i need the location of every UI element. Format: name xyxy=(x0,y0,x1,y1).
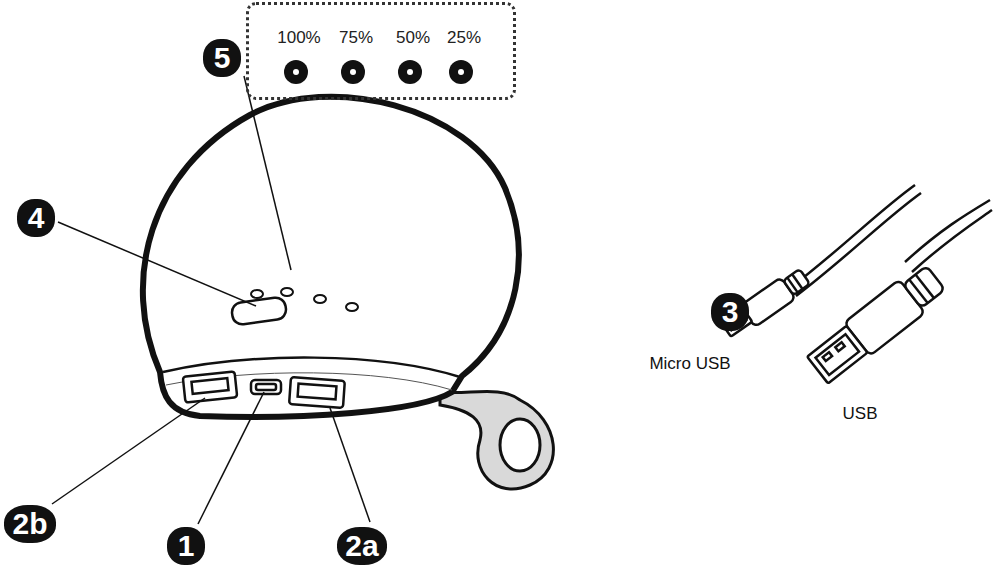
leader-lines xyxy=(52,76,370,524)
part-name: USB xyxy=(843,404,878,424)
callout-number: 3 xyxy=(711,293,749,331)
charge-level: 75% xyxy=(339,28,373,48)
wrist-strap xyxy=(440,391,553,489)
charge-level: 100% xyxy=(277,28,320,48)
callout-number: 1 xyxy=(167,527,205,565)
part-name: Micro USB xyxy=(649,354,730,374)
callout-number: 2a xyxy=(337,527,386,565)
power-bank-body xyxy=(143,97,519,417)
usb-cable xyxy=(719,185,992,387)
led-indicators xyxy=(284,60,473,84)
indicator-panel: 100% 75% 50% 25% xyxy=(246,2,516,100)
callout-number: 4 xyxy=(17,199,55,237)
callout-number: 5 xyxy=(203,39,241,77)
callout-number: 2b xyxy=(4,505,55,543)
charge-level: 25% xyxy=(447,28,481,48)
charge-level: 50% xyxy=(396,28,430,48)
